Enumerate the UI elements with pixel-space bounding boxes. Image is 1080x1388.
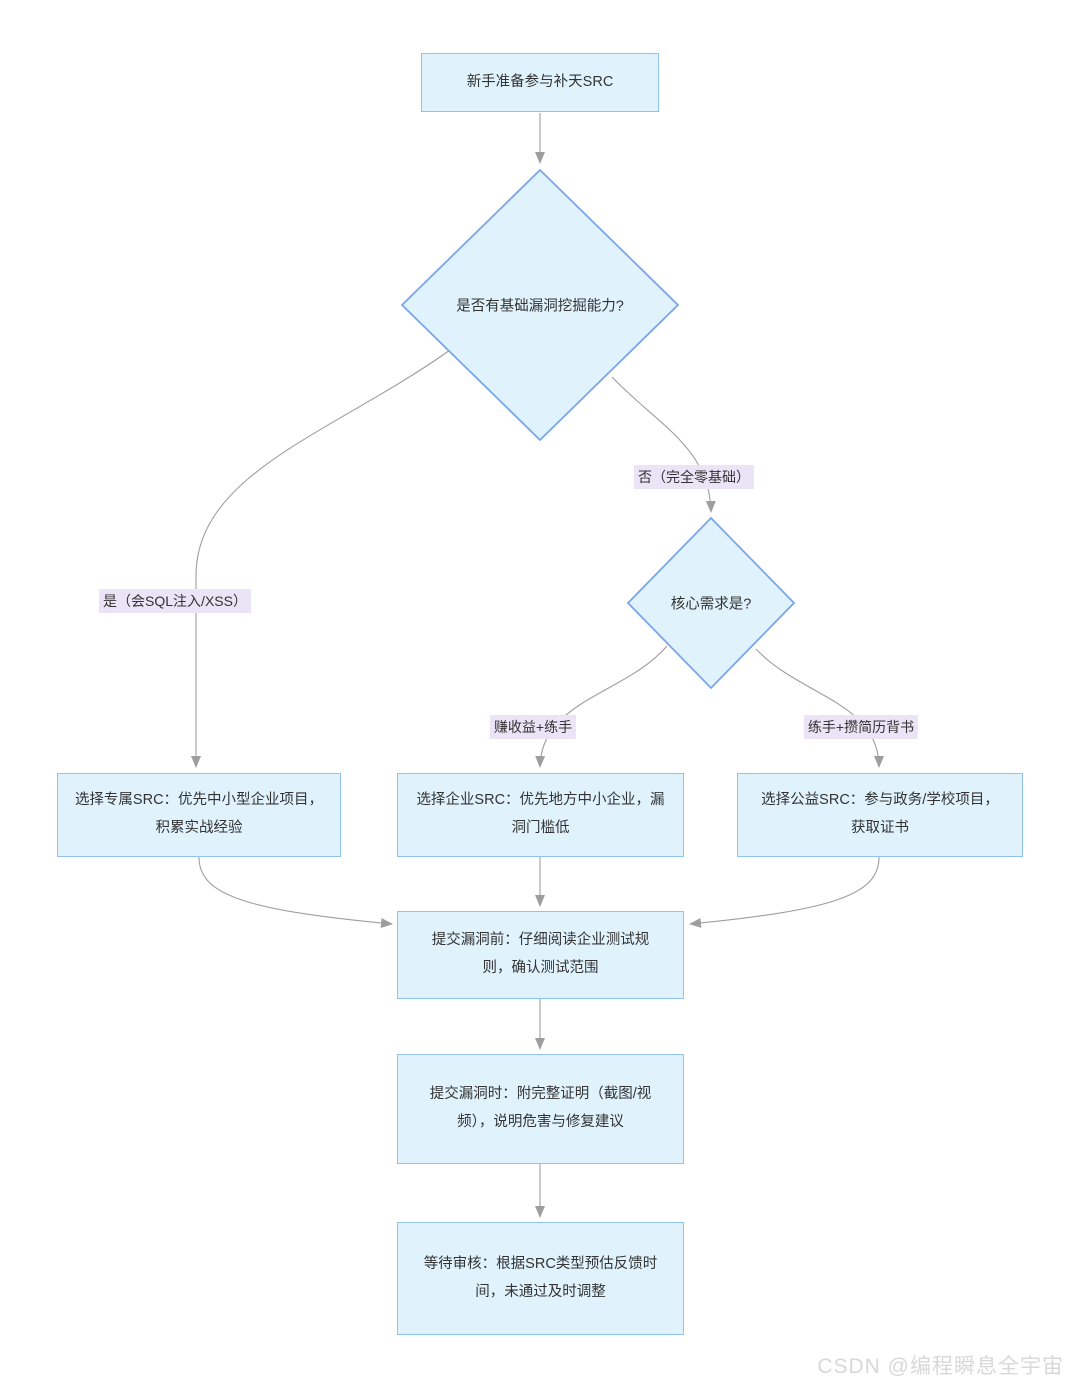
edge-exclusive-to-before-submit — [198, 856, 393, 928]
edge-label-yes-sql-xss: 是（会SQL注入/XSS） — [99, 589, 251, 613]
decision-need-diamond — [626, 516, 796, 690]
csdn-watermark: CSDN @编程瞬息全宇宙 — [817, 1355, 1064, 1378]
node-wait-review: 等待审核：根据SRC类型预估反馈时 间，未通过及时调整 — [397, 1222, 684, 1335]
edge-decision-need-to-enterprise — [535, 645, 668, 768]
edge-public-to-before-submit — [689, 856, 880, 928]
decision-need-label: 核心需求是? — [670, 596, 752, 613]
node-start: 新手准备参与补天SRC — [421, 53, 659, 112]
edge-decision-need-to-public — [755, 648, 884, 768]
node-before-submit: 提交漏洞前：仔细阅读企业测试规 则，确认测试范围 — [397, 911, 684, 999]
decision-skill-label: 是否有基础漏洞挖掘能力? — [456, 298, 624, 315]
edge-label-practice-resume: 练手+攒简历背书 — [803, 715, 919, 739]
edge-label-earn-practice: 赚收益+练手 — [489, 715, 577, 739]
edge-decision-skill-to-decision-need — [611, 376, 716, 513]
node-choose-public-src: 选择公益SRC：参与政务/学校项目， 获取证书 — [737, 773, 1023, 857]
edge-decision-skill-to-exclusive — [191, 349, 451, 768]
node-choose-exclusive-src: 选择专属SRC：优先中小型企业项目， 积累实战经验 — [57, 773, 341, 857]
decision-skill-diamond — [400, 168, 680, 442]
node-choose-enterprise-src: 选择企业SRC：优先地方中小企业，漏 洞门槛低 — [397, 773, 684, 857]
node-when-submit: 提交漏洞时：附完整证明（截图/视 频），说明危害与修复建议 — [397, 1054, 684, 1164]
edge-label-no-zero-basis: 否（完全零基础） — [634, 465, 754, 489]
